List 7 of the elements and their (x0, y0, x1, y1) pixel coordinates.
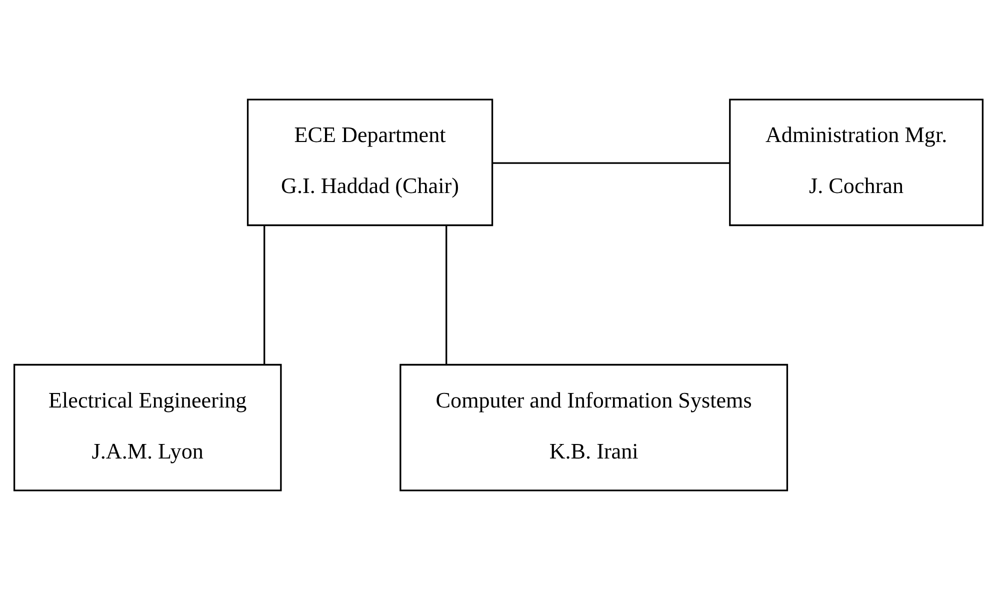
node-box: ECE Department G.I. Haddad (Chair) (246, 98, 494, 226)
node-box: Electrical Engineering J.A.M. Lyon (13, 363, 282, 491)
connector (492, 162, 730, 164)
node-box: Administration Mgr. J. Cochran (729, 98, 984, 226)
node-box: Computer and Information Systems K.B. Irani (400, 363, 788, 491)
connector (446, 224, 448, 364)
connector (264, 224, 266, 364)
